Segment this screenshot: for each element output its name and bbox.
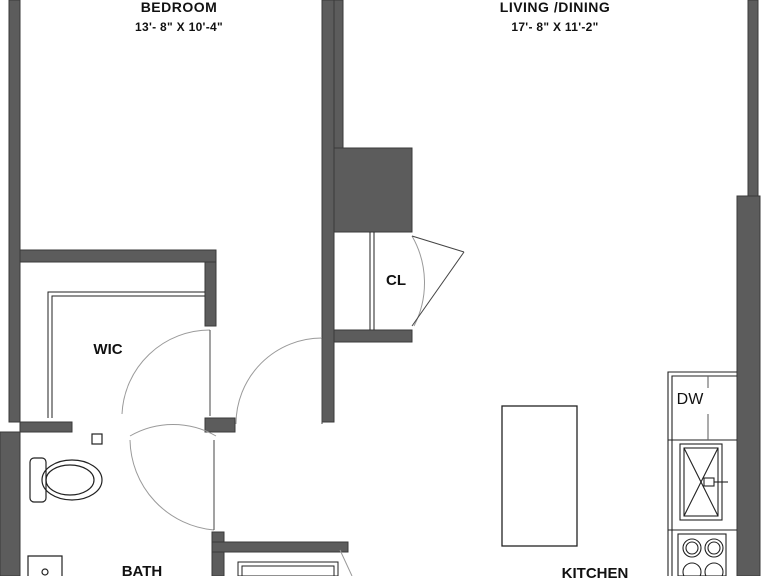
bath-left-wall [0, 431, 21, 576]
wic-shelf [47, 291, 205, 418]
wic-right-wall [204, 261, 217, 327]
bath-shelf [237, 561, 339, 576]
bath-shelf-inner [241, 565, 335, 576]
toilet-seat [45, 464, 95, 496]
closet-label: CL [386, 272, 406, 289]
living-dining-label: LIVING /DINING [499, 0, 611, 15]
door-swings [121, 235, 465, 576]
toilet-paper [91, 433, 103, 445]
closet-door-swing [411, 235, 425, 327]
right-lower-wall [736, 195, 761, 576]
toilet [29, 433, 103, 503]
dishwasher-label: DW [676, 391, 704, 408]
bath-label: BATH [121, 563, 163, 580]
kitchen-sink [679, 443, 728, 521]
kitchen-label: KITCHEN [561, 565, 629, 582]
stove [677, 533, 727, 576]
closet-door-leaf [411, 235, 465, 253]
closet-bottom-wall [333, 329, 413, 343]
bedroom-door-swing [235, 337, 323, 425]
bedroom-left-wall [8, 0, 21, 423]
bath-shelf-door [339, 549, 353, 576]
wic-label: WIC [93, 341, 123, 358]
living-dining-dimensions: 17'- 8" X 11'-2" [511, 20, 599, 34]
kitchen-island [501, 405, 578, 547]
right-upper-wall [747, 0, 759, 197]
closet-door-leaf-2 [411, 251, 465, 327]
bedroom-dimensions: 13'- 8" X 10'-4" [135, 20, 223, 34]
kitchen-counter [667, 371, 737, 576]
wic-shelf-inner [51, 295, 205, 418]
living-left-thick-wall [333, 0, 344, 151]
toilet-bowl [41, 459, 103, 501]
bath-door-swing-lower [129, 439, 215, 531]
bath-right-wall-top [211, 541, 349, 553]
bath-top-wall-left [19, 421, 73, 433]
vanity [27, 555, 63, 576]
column-block [333, 147, 413, 233]
bath-door-swing [129, 423, 217, 437]
bedroom-living-partition [321, 0, 335, 423]
wic-top-wall [19, 249, 217, 263]
bath-right-wall [211, 531, 225, 576]
bedroom-label: BEDROOM [140, 0, 218, 15]
thin-lines [47, 232, 375, 576]
wic-door-swing [121, 329, 211, 415]
bath-top-wall-right [204, 417, 236, 433]
toilet-tank [29, 457, 47, 503]
